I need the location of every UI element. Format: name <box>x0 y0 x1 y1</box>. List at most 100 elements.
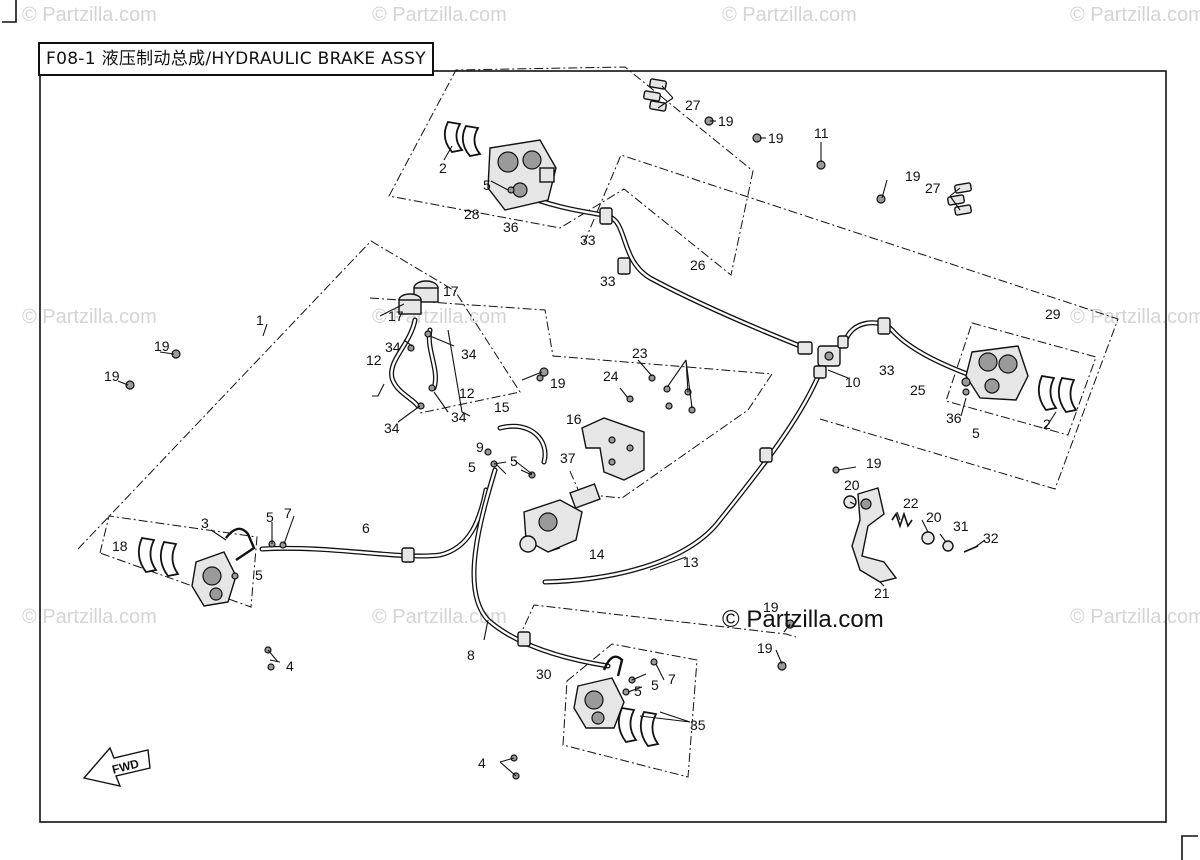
brake-pads-2 <box>443 121 482 157</box>
callout-29: 29 <box>1045 306 1061 322</box>
callout-11: 11 <box>814 125 829 141</box>
brake-hose-15 <box>497 423 548 465</box>
callout-33: 33 <box>600 273 616 289</box>
callout-6: 6 <box>362 520 370 536</box>
callout-23: 23 <box>632 345 648 361</box>
brake-hose-26 <box>512 189 808 351</box>
brake-pads-35 <box>617 706 660 747</box>
callout-1: 1 <box>256 312 264 328</box>
callout-35: 35 <box>690 717 706 733</box>
brake-line-3 <box>225 527 256 561</box>
callout-31: 31 <box>953 518 969 534</box>
callout-13: 13 <box>683 554 699 570</box>
callout-5: 5 <box>468 459 476 475</box>
brake-pedal-21 <box>851 487 898 583</box>
brake-junction-10 <box>813 335 849 379</box>
callout-26: 26 <box>690 257 706 273</box>
caliper-30 <box>573 677 625 729</box>
brake-line-13 <box>542 369 823 585</box>
watermark: © Partzilla.com <box>22 606 157 628</box>
callout-19: 19 <box>768 130 784 146</box>
watermark: © Partzilla.com <box>722 4 857 26</box>
washer-31 <box>942 540 954 552</box>
callout-19: 19 <box>905 168 921 184</box>
callout-34: 34 <box>461 346 477 362</box>
watermark: © Partzilla.com <box>372 606 507 628</box>
callout-3: 3 <box>201 515 209 531</box>
callout-17: 17 <box>443 283 459 299</box>
callout-33: 33 <box>580 232 596 248</box>
callout-36: 36 <box>946 410 962 426</box>
callout-19: 19 <box>154 338 170 354</box>
hose-clamp-33 <box>877 317 891 335</box>
hose-clamp-33 <box>599 207 613 225</box>
callout-4: 4 <box>286 658 294 674</box>
callout-7: 7 <box>284 505 292 521</box>
callout-19: 19 <box>757 640 773 656</box>
group-outline-left-line <box>77 240 521 550</box>
callout-7: 7 <box>668 671 676 687</box>
callout-12: 12 <box>459 385 475 401</box>
group-outline-rear-line <box>517 604 797 641</box>
bushing-20 <box>921 531 935 545</box>
callout-18: 18 <box>112 538 128 554</box>
callout-2: 2 <box>1043 416 1051 432</box>
callout-37: 37 <box>560 450 576 466</box>
callout-19: 19 <box>718 113 734 129</box>
callout-4: 4 <box>478 755 486 771</box>
callout-17: 17 <box>388 308 404 324</box>
callout-21: 21 <box>874 585 890 601</box>
callout-22: 22 <box>903 495 919 511</box>
watermark: © Partzilla.com <box>1070 4 1200 26</box>
callout-8: 8 <box>467 647 475 663</box>
banjo-fitting <box>797 341 813 355</box>
watermark: © Partzilla.com <box>372 4 507 26</box>
callout-34: 34 <box>451 409 467 425</box>
callout-5: 5 <box>255 567 263 583</box>
caliper-29 <box>961 345 1029 401</box>
diagram-frame <box>39 70 1167 823</box>
hose-clamp <box>759 447 773 463</box>
watermark: © Partzilla.com <box>1070 606 1200 628</box>
callout-33: 33 <box>879 362 895 378</box>
callout-20: 20 <box>926 509 942 525</box>
callout-10: 10 <box>845 374 861 390</box>
pedal-spring-22 <box>891 511 913 529</box>
callout-27: 27 <box>925 180 941 196</box>
callout-2: 2 <box>439 160 447 176</box>
callout-12: 12 <box>366 352 382 368</box>
brake-hose-25 <box>842 320 973 378</box>
hose-clamp <box>401 547 415 563</box>
fwd-arrow-icon <box>82 746 151 787</box>
brake-line-fitting <box>602 655 624 677</box>
brake-hose-8 <box>471 467 611 669</box>
callout-19: 19 <box>866 455 882 471</box>
caliper-3 <box>191 551 237 607</box>
copyright-notice: © Partzilla.com <box>722 606 884 633</box>
fwd-label: FWD <box>111 756 141 776</box>
callout-5: 5 <box>483 177 491 193</box>
callout-labels: 1 2 2 3 4 4 5 5 5 5 5 5 5 5 6 7 7 8 9 10… <box>104 97 1061 771</box>
hose-clamp <box>517 631 531 647</box>
callout-34: 34 <box>385 339 401 355</box>
group-outline-front-right-caliper <box>945 322 1097 436</box>
callout-15: 15 <box>494 399 510 415</box>
callout-36: 36 <box>503 219 519 235</box>
brake-pads-2 <box>1037 374 1078 413</box>
group-outline-front-line <box>583 154 1119 490</box>
callout-24: 24 <box>603 368 619 384</box>
callout-5: 5 <box>266 509 274 525</box>
master-cylinder-14 <box>519 483 601 553</box>
brake-line-6 <box>259 487 489 559</box>
callout-27: 27 <box>685 97 701 113</box>
hose-clamp-33 <box>617 257 631 275</box>
callout-20: 20 <box>844 477 860 493</box>
corner-mark <box>1181 835 1198 860</box>
brake-pads-18 <box>137 536 180 577</box>
callout-5: 5 <box>651 677 659 693</box>
leader-lines <box>117 85 1057 777</box>
watermark: © Partzilla.com <box>22 4 157 26</box>
group-outline-master-cylinder <box>369 297 773 499</box>
